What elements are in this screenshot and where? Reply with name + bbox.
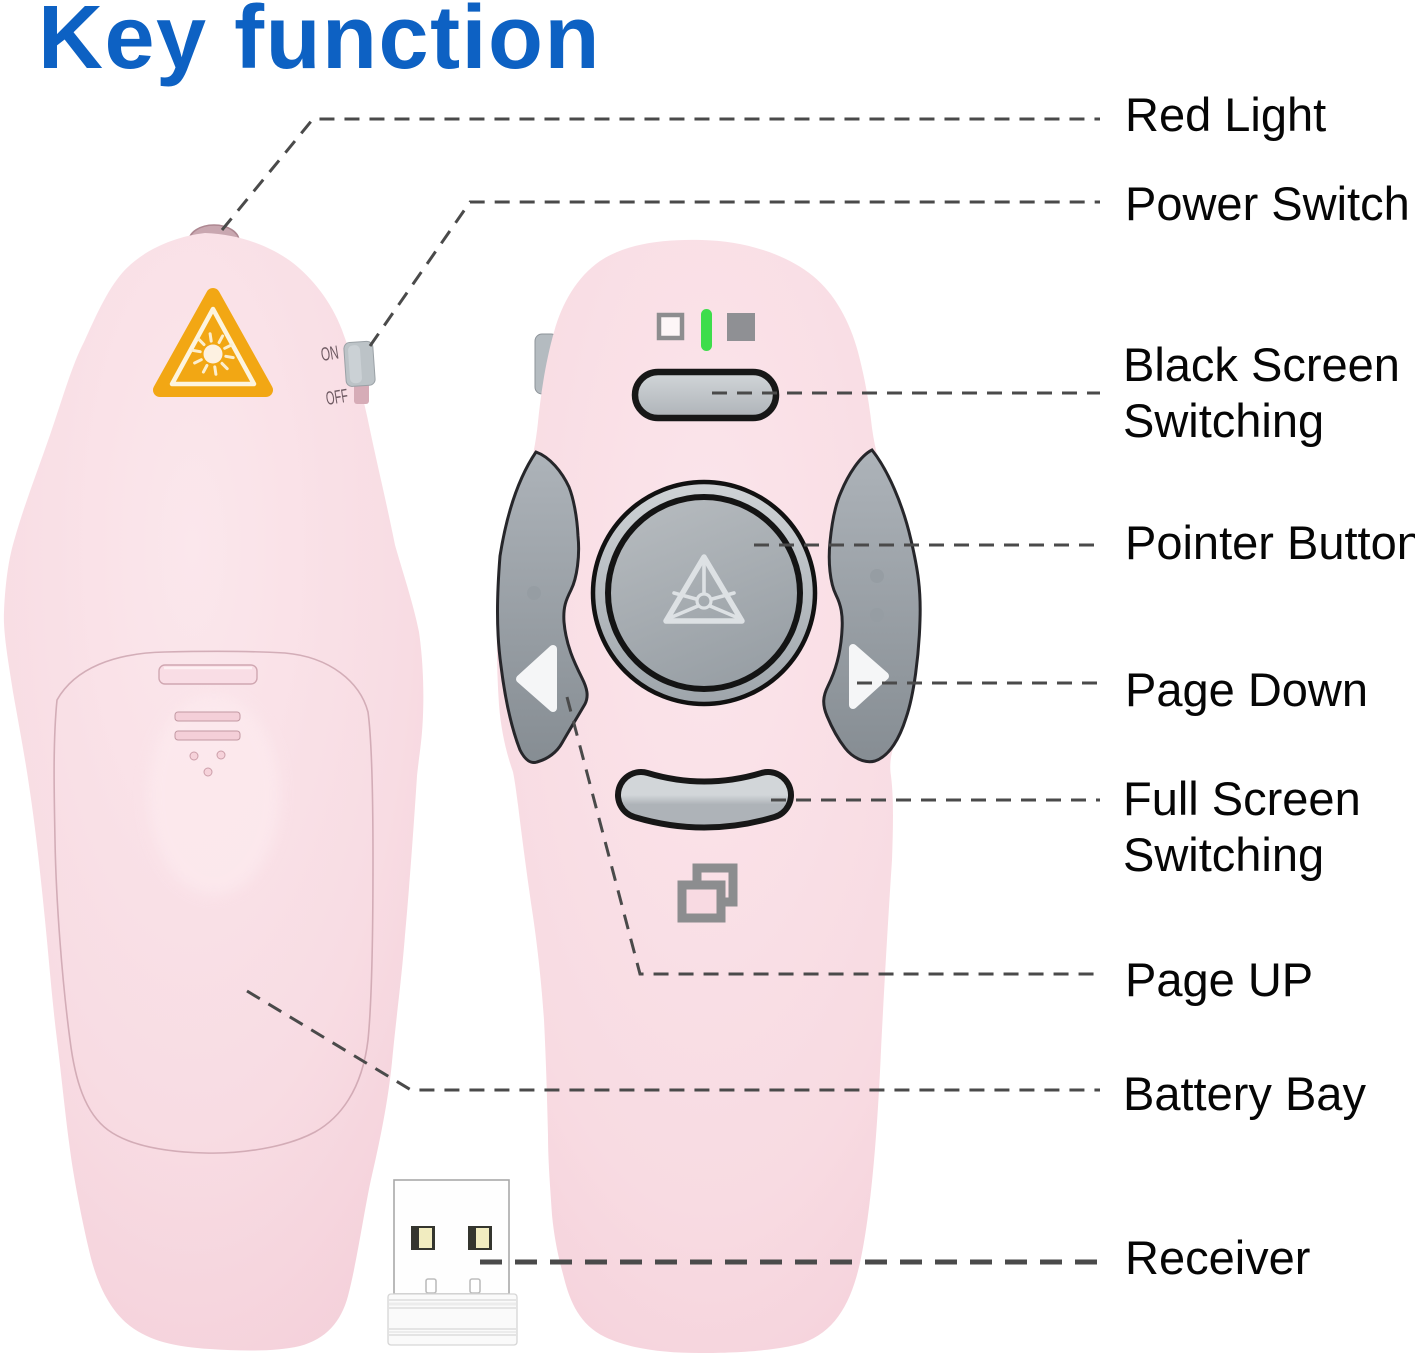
svg-text:Switching: Switching bbox=[1123, 828, 1324, 881]
svg-text:Pointer Button: Pointer Button bbox=[1125, 516, 1415, 569]
svg-text:Black Screen: Black Screen bbox=[1123, 338, 1400, 391]
svg-text:Switching: Switching bbox=[1123, 394, 1324, 447]
svg-text:OFF: OFF bbox=[325, 386, 350, 410]
svg-text:Full Screen: Full Screen bbox=[1123, 772, 1361, 825]
svg-text:Page Down: Page Down bbox=[1125, 663, 1368, 716]
svg-text:Receiver: Receiver bbox=[1125, 1231, 1310, 1284]
svg-text:Page UP: Page UP bbox=[1125, 953, 1313, 1006]
svg-text:Power Switch: Power Switch bbox=[1125, 177, 1410, 230]
svg-text:Key function: Key function bbox=[38, 0, 601, 88]
svg-text:ON: ON bbox=[320, 343, 341, 366]
svg-text:Battery Bay: Battery Bay bbox=[1123, 1067, 1366, 1120]
svg-text:Red Light: Red Light bbox=[1125, 88, 1326, 141]
